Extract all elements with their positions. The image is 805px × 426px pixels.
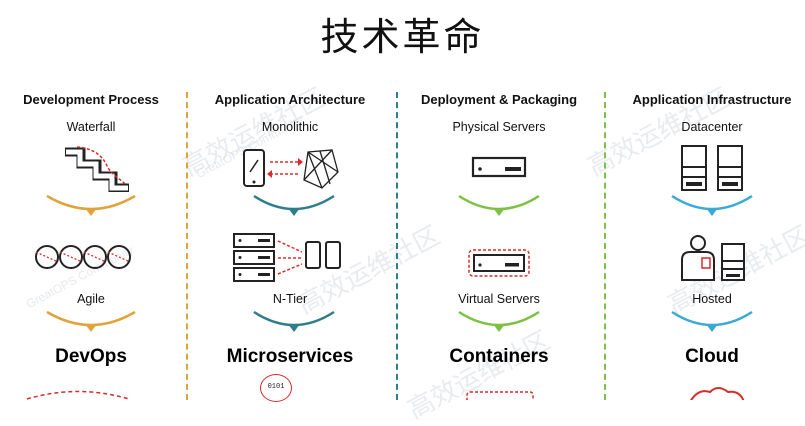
- devops-icon: [26, 390, 130, 400]
- teal-arc: [253, 310, 335, 332]
- blue-arc: [671, 310, 753, 332]
- column-deployment-packaging: Deployment & Packaging Physical Servers …: [399, 88, 599, 400]
- datacenter-icon: [681, 145, 743, 191]
- column-divider: [396, 92, 398, 400]
- column-heading: Application Infrastructure: [632, 92, 792, 107]
- column-heading: Development Process: [23, 92, 159, 107]
- item-label-monolithic: Monolithic: [261, 120, 319, 134]
- column-divider: [604, 92, 606, 400]
- column-heading: Deployment & Packaging: [420, 92, 578, 107]
- orange-arc: [46, 194, 136, 216]
- page-title: 技术革命: [320, 15, 485, 59]
- agile-icon: [35, 245, 131, 269]
- column-application-architecture: Application Architecture Monolithic: [190, 88, 390, 402]
- item-label-datacenter: Datacenter: [681, 120, 743, 134]
- green-arc: [458, 194, 540, 216]
- item-label-virtual-servers: Virtual Servers: [458, 292, 540, 306]
- item-label-n-tier: N-Tier: [272, 292, 308, 306]
- teal-arc: [253, 194, 335, 216]
- cloud-icon: [690, 387, 745, 400]
- green-arc: [458, 310, 540, 332]
- result-cloud: Cloud: [685, 346, 739, 367]
- physical-server-icon: [471, 156, 527, 178]
- containers-icon: [466, 391, 534, 400]
- column-heading: Application Architecture: [214, 92, 366, 107]
- monolithic-icon: [243, 149, 339, 189]
- result-microservices: Microservices: [226, 346, 354, 367]
- hosted-icon: [681, 235, 745, 281]
- column-divider: [186, 92, 188, 400]
- result-containers: Containers: [449, 346, 549, 367]
- column-application-infrastructure: Application Infrastructure Datacenter Ho…: [612, 88, 805, 400]
- column-development-process: Development Process Waterfall Agile DevO…: [0, 88, 191, 400]
- microservices-icon: 0101: [260, 374, 292, 402]
- blue-arc: [671, 194, 753, 216]
- item-label-agile: Agile: [77, 292, 105, 306]
- orange-arc: [46, 310, 136, 332]
- microservices-icon-text: 0101: [267, 383, 285, 391]
- result-devops: DevOps: [55, 346, 127, 367]
- waterfall-icon: [65, 146, 129, 192]
- n-tier-icon: [233, 233, 341, 282]
- item-label-hosted: Hosted: [692, 292, 732, 306]
- virtual-server-icon: [468, 249, 530, 277]
- item-label-waterfall: Waterfall: [66, 120, 116, 134]
- item-label-physical-servers: Physical Servers: [452, 120, 546, 134]
